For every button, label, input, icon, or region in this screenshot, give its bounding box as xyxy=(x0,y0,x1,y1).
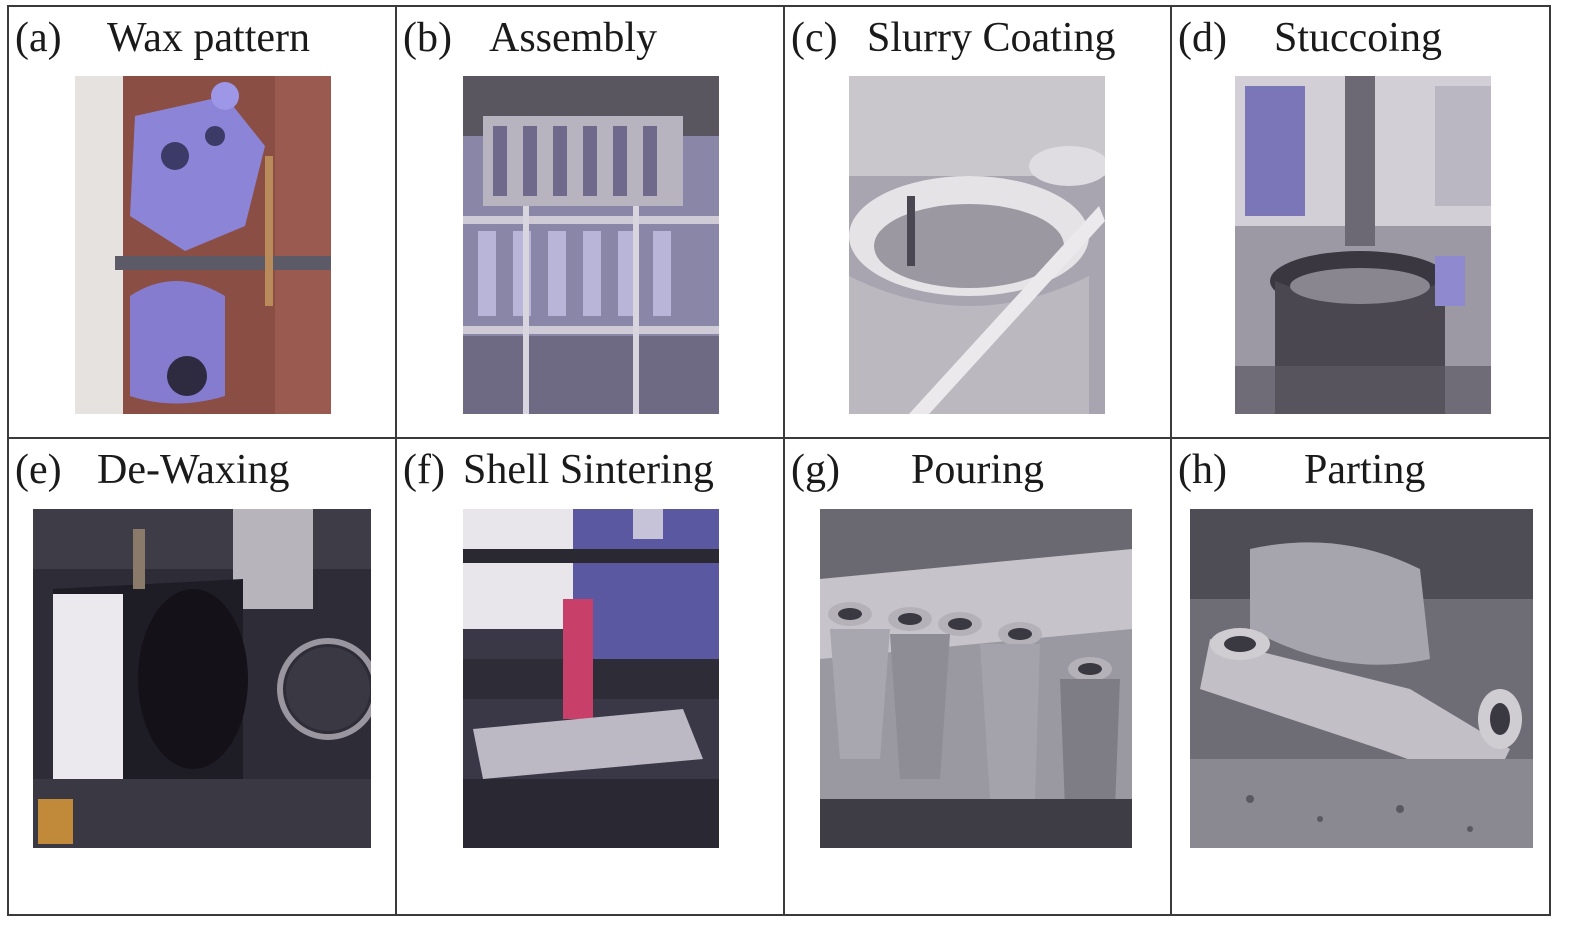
panel-letter: (a) xyxy=(15,15,62,61)
panel-caption: (e) De-Waxing xyxy=(15,443,391,497)
panel-title: Shell Sintering xyxy=(463,447,714,493)
panel-stuccoing: (d) Stuccoing xyxy=(1172,7,1549,439)
assembly-photo xyxy=(463,76,719,414)
slurry-coating-photo xyxy=(849,76,1105,414)
panel-de-waxing: (e) De-Waxing xyxy=(9,439,397,914)
panel-title: De-Waxing xyxy=(97,447,290,493)
panel-letter: (e) xyxy=(15,447,62,493)
panel-caption: (d) Stuccoing xyxy=(1178,11,1545,65)
panel-title: Wax pattern xyxy=(107,15,311,61)
panel-pouring: (g) Pouring xyxy=(785,439,1172,914)
panel-caption: (c) Slurry Coating xyxy=(791,11,1166,65)
panel-title: Slurry Coating xyxy=(867,15,1116,61)
pouring-photo xyxy=(820,509,1132,848)
panel-caption: (h) Parting xyxy=(1178,443,1545,497)
wax-pattern-photo xyxy=(75,76,331,414)
panel-letter: (b) xyxy=(403,15,452,61)
panel-caption: (g) Pouring xyxy=(791,443,1166,497)
panel-caption: (a) Wax pattern xyxy=(15,11,391,65)
panel-title: Pouring xyxy=(911,447,1045,493)
panel-assembly: (b) Assembly xyxy=(397,7,785,439)
panel-letter: (f) xyxy=(403,447,445,493)
process-figure-grid: (a) Wax pattern (b) Assembly xyxy=(7,5,1551,916)
panel-wax-pattern: (a) Wax pattern xyxy=(9,7,397,439)
panel-letter: (h) xyxy=(1178,447,1227,493)
panel-title: Assembly xyxy=(489,15,657,61)
shell-sintering-photo xyxy=(463,509,719,848)
panel-title: Stuccoing xyxy=(1274,15,1442,61)
panel-caption: (f) Shell Sintering xyxy=(403,443,779,497)
panel-caption: (b) Assembly xyxy=(403,11,779,65)
panel-shell-sintering: (f) Shell Sintering xyxy=(397,439,785,914)
panel-letter: (g) xyxy=(791,447,840,493)
stuccoing-photo xyxy=(1235,76,1491,414)
panel-title: Parting xyxy=(1304,447,1426,493)
panel-parting: (h) Parting xyxy=(1172,439,1549,914)
de-waxing-photo xyxy=(33,509,371,848)
panel-letter: (c) xyxy=(791,15,838,61)
parting-photo xyxy=(1190,509,1533,848)
panel-letter: (d) xyxy=(1178,15,1227,61)
panel-slurry-coating: (c) Slurry Coating xyxy=(785,7,1172,439)
